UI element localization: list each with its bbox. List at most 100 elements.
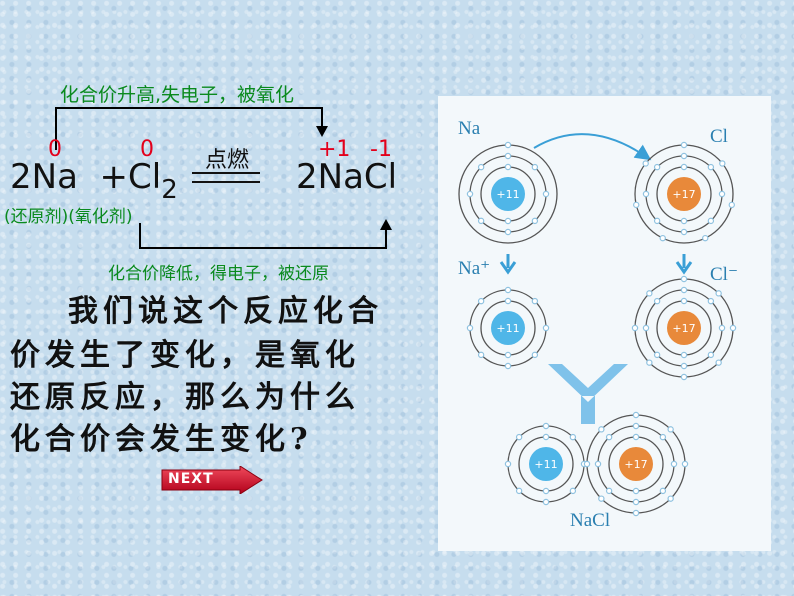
nacl-na-atom: +11 [504, 422, 588, 506]
cl-electron [642, 160, 649, 167]
nacl-cl-electron [632, 411, 640, 419]
cl-electron [707, 163, 715, 171]
reduction-note: 化合价降低，得电子，被还原 [108, 264, 329, 284]
na-down-arrow [499, 254, 517, 275]
equation-left: 2Na +Cl2 [10, 157, 178, 205]
cl-ion-electron [707, 297, 715, 305]
cl-electron [718, 190, 726, 198]
label-cl-ion: Cl⁻ [710, 264, 738, 285]
question-line-4: 化合价会发生变化? [10, 422, 313, 457]
cl-ion-electron [653, 297, 661, 305]
nacl-na-electron [515, 487, 523, 495]
na-electron [477, 163, 485, 171]
electron-transfer-arrow [533, 133, 652, 161]
subscript-2: 2 [161, 175, 178, 205]
cl-ion-electron [715, 290, 722, 297]
label-na: Na [458, 118, 481, 139]
nacl-cl-electron [594, 460, 602, 468]
nacl-cl-electron [632, 487, 640, 495]
cl-electron [680, 141, 688, 149]
cl-electron [719, 160, 726, 167]
nacl-cl-electron [583, 460, 591, 468]
nacl-cl-electron [598, 426, 605, 433]
nacl-cl-electron [667, 495, 674, 502]
na-ion-electron [466, 324, 474, 332]
na-electron [477, 217, 485, 225]
na-ion-electron [504, 286, 512, 294]
valence-cl: 0 [140, 137, 154, 162]
na-electron [531, 163, 539, 171]
cl-nucleus-charge: +17 [672, 188, 695, 201]
nacl-cl-electron [632, 433, 640, 441]
cl-electron [707, 217, 715, 225]
cl-ion-electron [680, 297, 688, 305]
nacl-na-electron [569, 487, 577, 495]
nacl-cl-electron [659, 433, 667, 441]
combine-arrow [548, 364, 628, 424]
question-line-3: 还原反应，那么为什么 [10, 380, 360, 415]
na-electron [504, 217, 512, 225]
na-ion-electron [504, 362, 512, 370]
cl-ion-electron [631, 324, 639, 332]
nacl-cl-nucleus [619, 447, 653, 481]
na-electron [504, 163, 512, 171]
cl-ion-electron [680, 373, 688, 381]
nacl-na-electron [542, 487, 550, 495]
na-nucleus-charge: +11 [496, 188, 519, 201]
cl-electron [653, 217, 661, 225]
cl-atom: +17 [633, 141, 735, 244]
valence-na: 0 [48, 137, 62, 162]
nacl-cl-nucleus-charge: +17 [624, 458, 647, 471]
cl-ion-electron [653, 351, 661, 359]
cl-electron [702, 234, 709, 242]
na-ion-electron [504, 351, 512, 359]
valence-nacl-plus: +1 [318, 137, 351, 162]
cl-electron [680, 163, 688, 171]
next-label: NEXT [168, 471, 214, 487]
equation-product: 2NaCl [296, 157, 398, 197]
nacl-cl-electron [632, 498, 640, 506]
cl-ion-electron [680, 351, 688, 359]
na-atom: +11 [458, 141, 558, 244]
oxidation-note: 化合价升高,失电子，被氧化 [60, 84, 295, 106]
cl-ion-electron [718, 324, 726, 332]
nacl-na-electron [504, 460, 512, 468]
nacl-cl-electron [681, 460, 689, 468]
label-nacl: NaCl [570, 510, 610, 531]
cl-ion-electron [646, 290, 653, 297]
na-electron [531, 217, 539, 225]
next-arrow-icon [161, 465, 263, 495]
reagent-roles: (还原剂)(氧化剂) [4, 207, 133, 227]
nacl-cl-electron [659, 487, 667, 495]
nacl-cl-electron [667, 426, 674, 433]
na-ion-nucleus [491, 311, 525, 345]
nacl-na-electron [569, 433, 577, 441]
cl-electron [680, 228, 688, 236]
cl-ion-electron [680, 286, 688, 294]
na-ion-electron [477, 351, 485, 359]
na-electron [504, 228, 512, 236]
nacl-na-electron [542, 422, 550, 430]
cl-ion-electron [680, 362, 688, 370]
na-ion-atom: +11 [466, 286, 550, 370]
nacl-na-electron [542, 433, 550, 441]
nacl-cl-electron [598, 495, 605, 502]
cl-electron [728, 201, 735, 209]
atom-diagram: Na Cl Na⁺ Cl⁻ NaCl +11+17+11+17+11+17 [438, 96, 771, 551]
nacl-cl-electron [605, 487, 613, 495]
cl-ion-electron [707, 351, 715, 359]
cl-electron [633, 201, 640, 209]
nacl-cl-atom: +17 [583, 411, 689, 517]
cl-ion-electron [642, 324, 650, 332]
cl-ion-electron [715, 359, 722, 366]
na-ion-nucleus-charge: +11 [496, 322, 519, 335]
nacl-cl-electron [605, 433, 613, 441]
question-line-2: 价发生了变化，是氧化 [10, 338, 360, 373]
nacl-cl-electron [670, 460, 678, 468]
nacl-cl-electron [632, 422, 640, 430]
nacl-na-electron [542, 498, 550, 506]
equation-reactants: 2Na +Cl [10, 157, 162, 197]
atom-diagram-svg: Na Cl Na⁺ Cl⁻ NaCl +11+17+11+17+11+17 [458, 118, 738, 531]
next-button[interactable]: NEXT [160, 465, 264, 495]
